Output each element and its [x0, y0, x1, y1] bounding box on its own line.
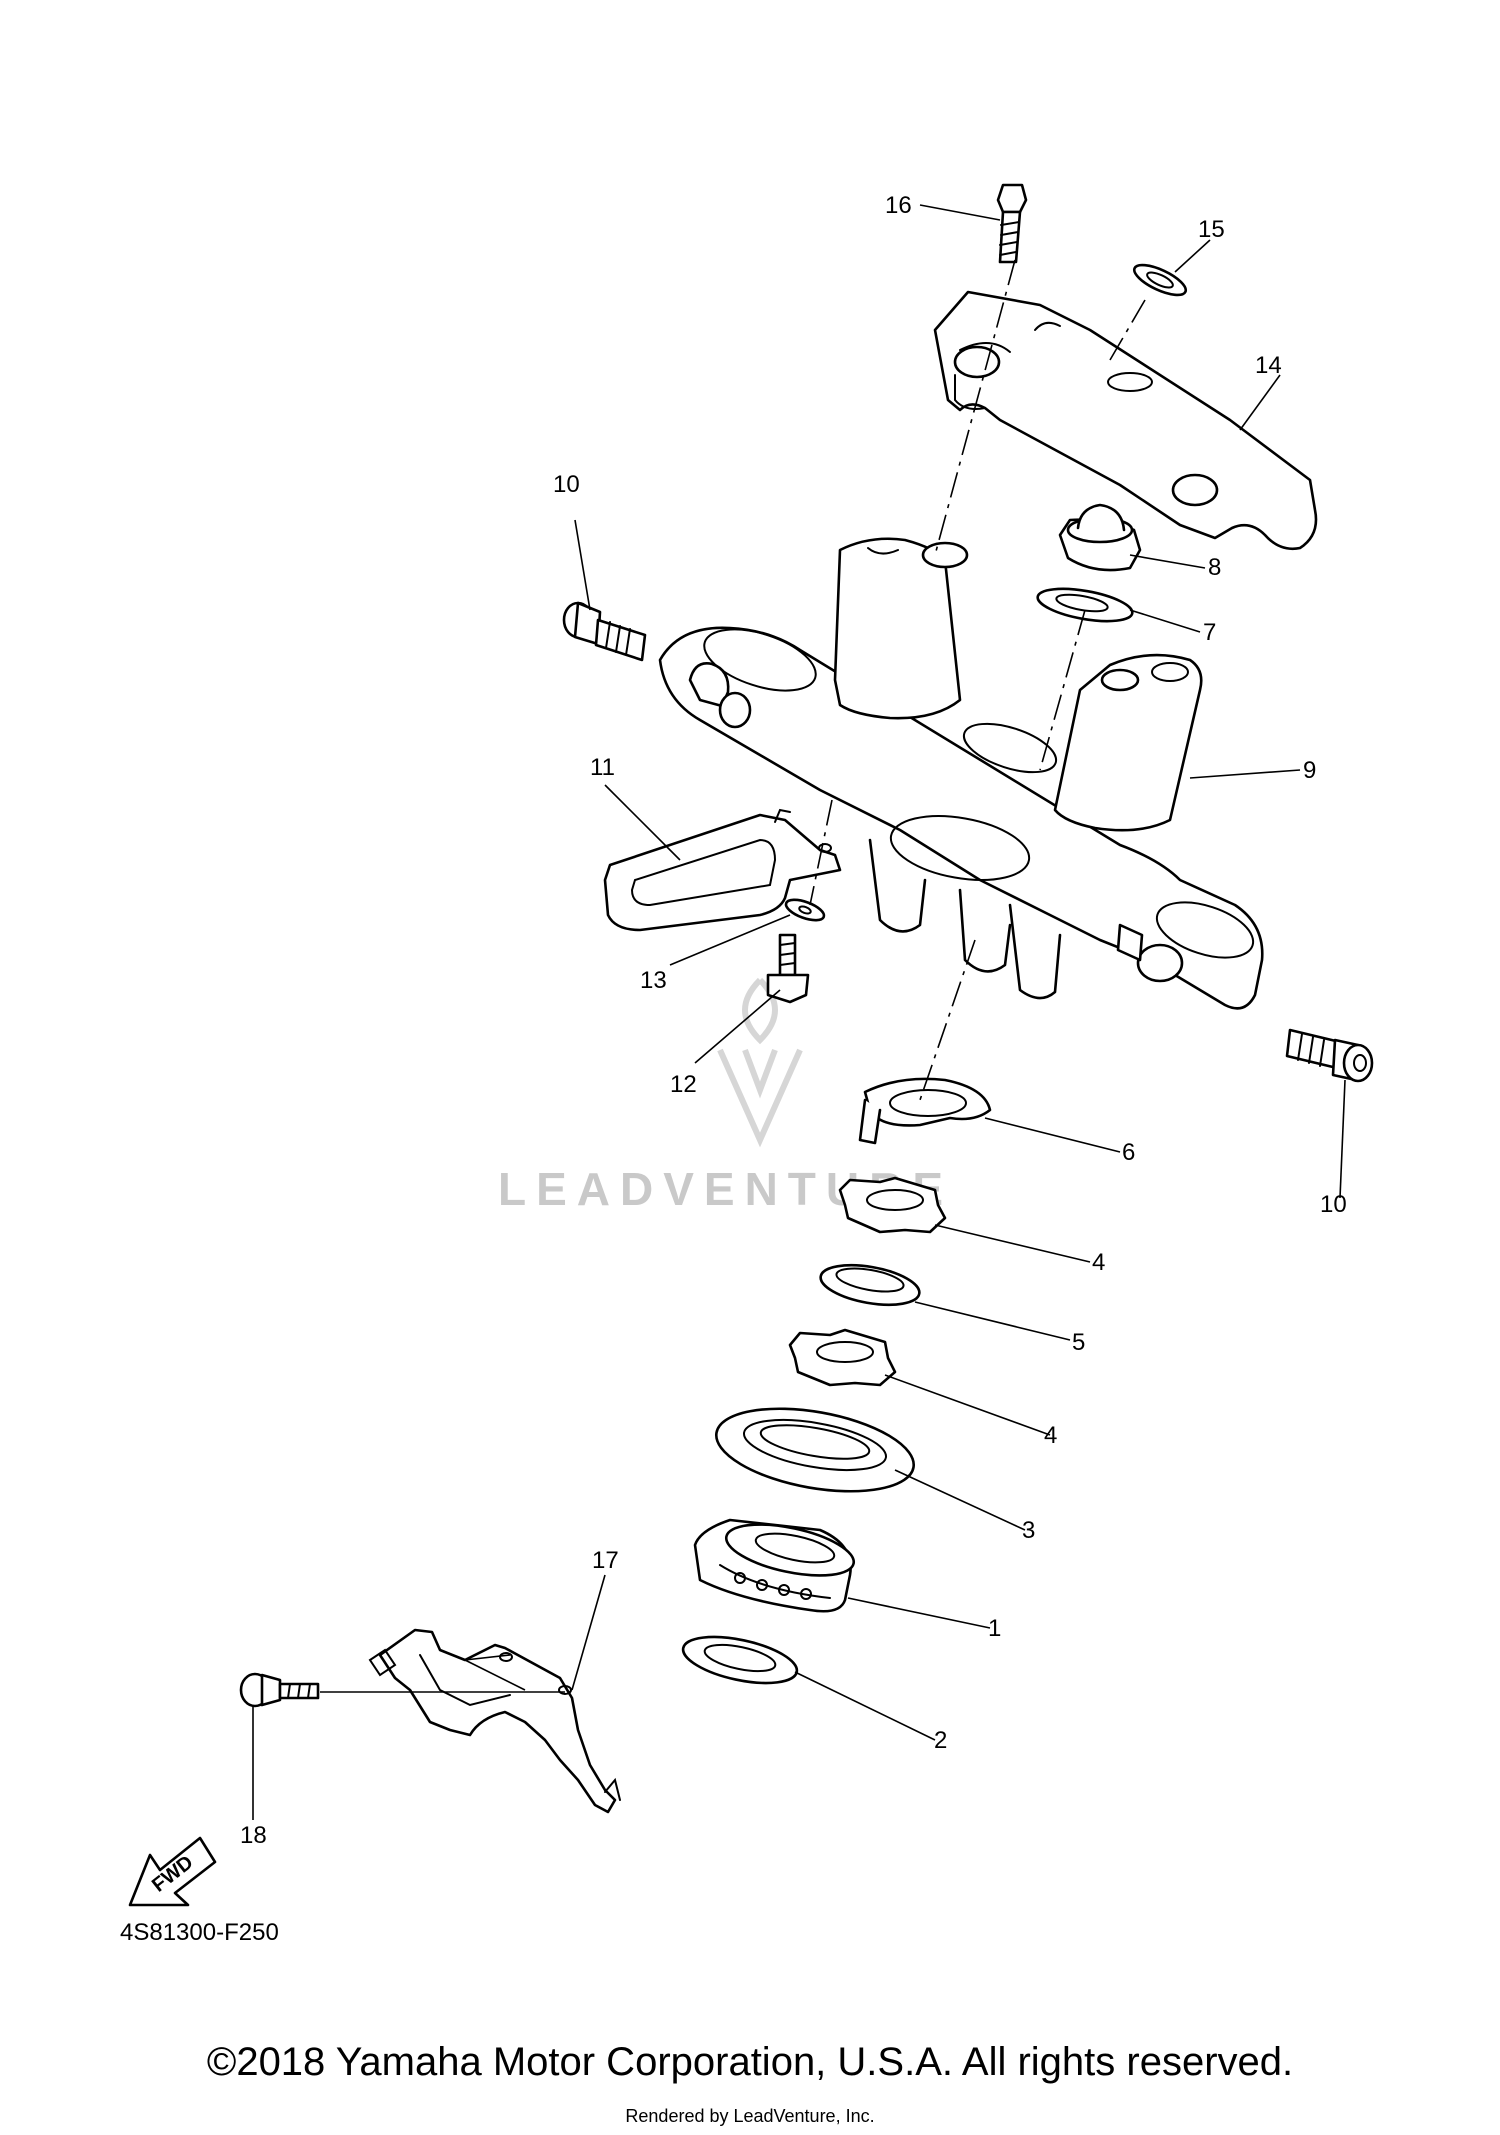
- callout-10-left: 10: [553, 471, 580, 498]
- upper-bracket: [658, 537, 1264, 1010]
- fwd-arrow-icon: FWD: [128, 1836, 217, 1907]
- bearing-1: [693, 1518, 856, 1613]
- callout-11: 11: [590, 754, 615, 781]
- callout-14: 14: [1255, 352, 1282, 379]
- bolt-10-left: [562, 601, 647, 662]
- callout-15: 15: [1198, 216, 1225, 243]
- washer-5: [819, 1263, 921, 1307]
- copyright-notice: ©2018 Yamaha Motor Corporation, U.S.A. A…: [206, 2040, 1294, 2084]
- washer-13: [784, 898, 826, 922]
- callout-18: 18: [240, 1822, 267, 1849]
- callout-12: 12: [670, 1071, 697, 1098]
- washer-7: [1036, 587, 1134, 623]
- callout-2: 2: [934, 1727, 947, 1754]
- bracket-11: [603, 808, 842, 932]
- leader-lines: [252, 204, 1346, 1820]
- ring-nut-4-upper: [838, 1176, 947, 1234]
- cable-guide-17: [368, 1628, 621, 1814]
- callout-6: 6: [1122, 1139, 1135, 1166]
- callout-16: 16: [885, 192, 912, 219]
- callout-13: 13: [640, 967, 667, 994]
- dust-seal-3: [714, 1407, 916, 1493]
- bolt-16: [996, 183, 1028, 264]
- upper-handlebar-holder: [933, 290, 1318, 550]
- callout-4-upper: 4: [1092, 1249, 1105, 1276]
- callout-8: 8: [1208, 554, 1221, 581]
- bolt-18: [239, 1672, 320, 1708]
- callout-9: 9: [1303, 757, 1316, 784]
- ring-nut-4-lower: [788, 1328, 897, 1387]
- diagram-code: 4S81300-F250: [120, 1919, 279, 1946]
- callout-4-lower: 4: [1044, 1422, 1057, 1449]
- callout-7: 7: [1203, 619, 1216, 646]
- cap-15: [1132, 263, 1188, 297]
- rendered-by-notice: Rendered by LeadVenture, Inc.: [625, 2106, 875, 2126]
- callout-10-right: 10: [1320, 1191, 1347, 1218]
- callouts: 16 15 14 8 7 9 10 10 11 13 12 6 4 5 4 3 …: [240, 192, 1347, 1849]
- callout-3: 3: [1022, 1517, 1035, 1544]
- alignment-lines: [320, 259, 1146, 1693]
- callout-1: 1: [988, 1615, 1001, 1642]
- bolt-12: [766, 933, 810, 1004]
- callout-5: 5: [1072, 1329, 1085, 1356]
- bolt-10-right: [1285, 1028, 1374, 1083]
- bearing-race-2: [681, 1635, 799, 1685]
- callout-17: 17: [592, 1547, 619, 1574]
- nut-8: [1058, 503, 1142, 572]
- lock-washer-6: [858, 1077, 992, 1145]
